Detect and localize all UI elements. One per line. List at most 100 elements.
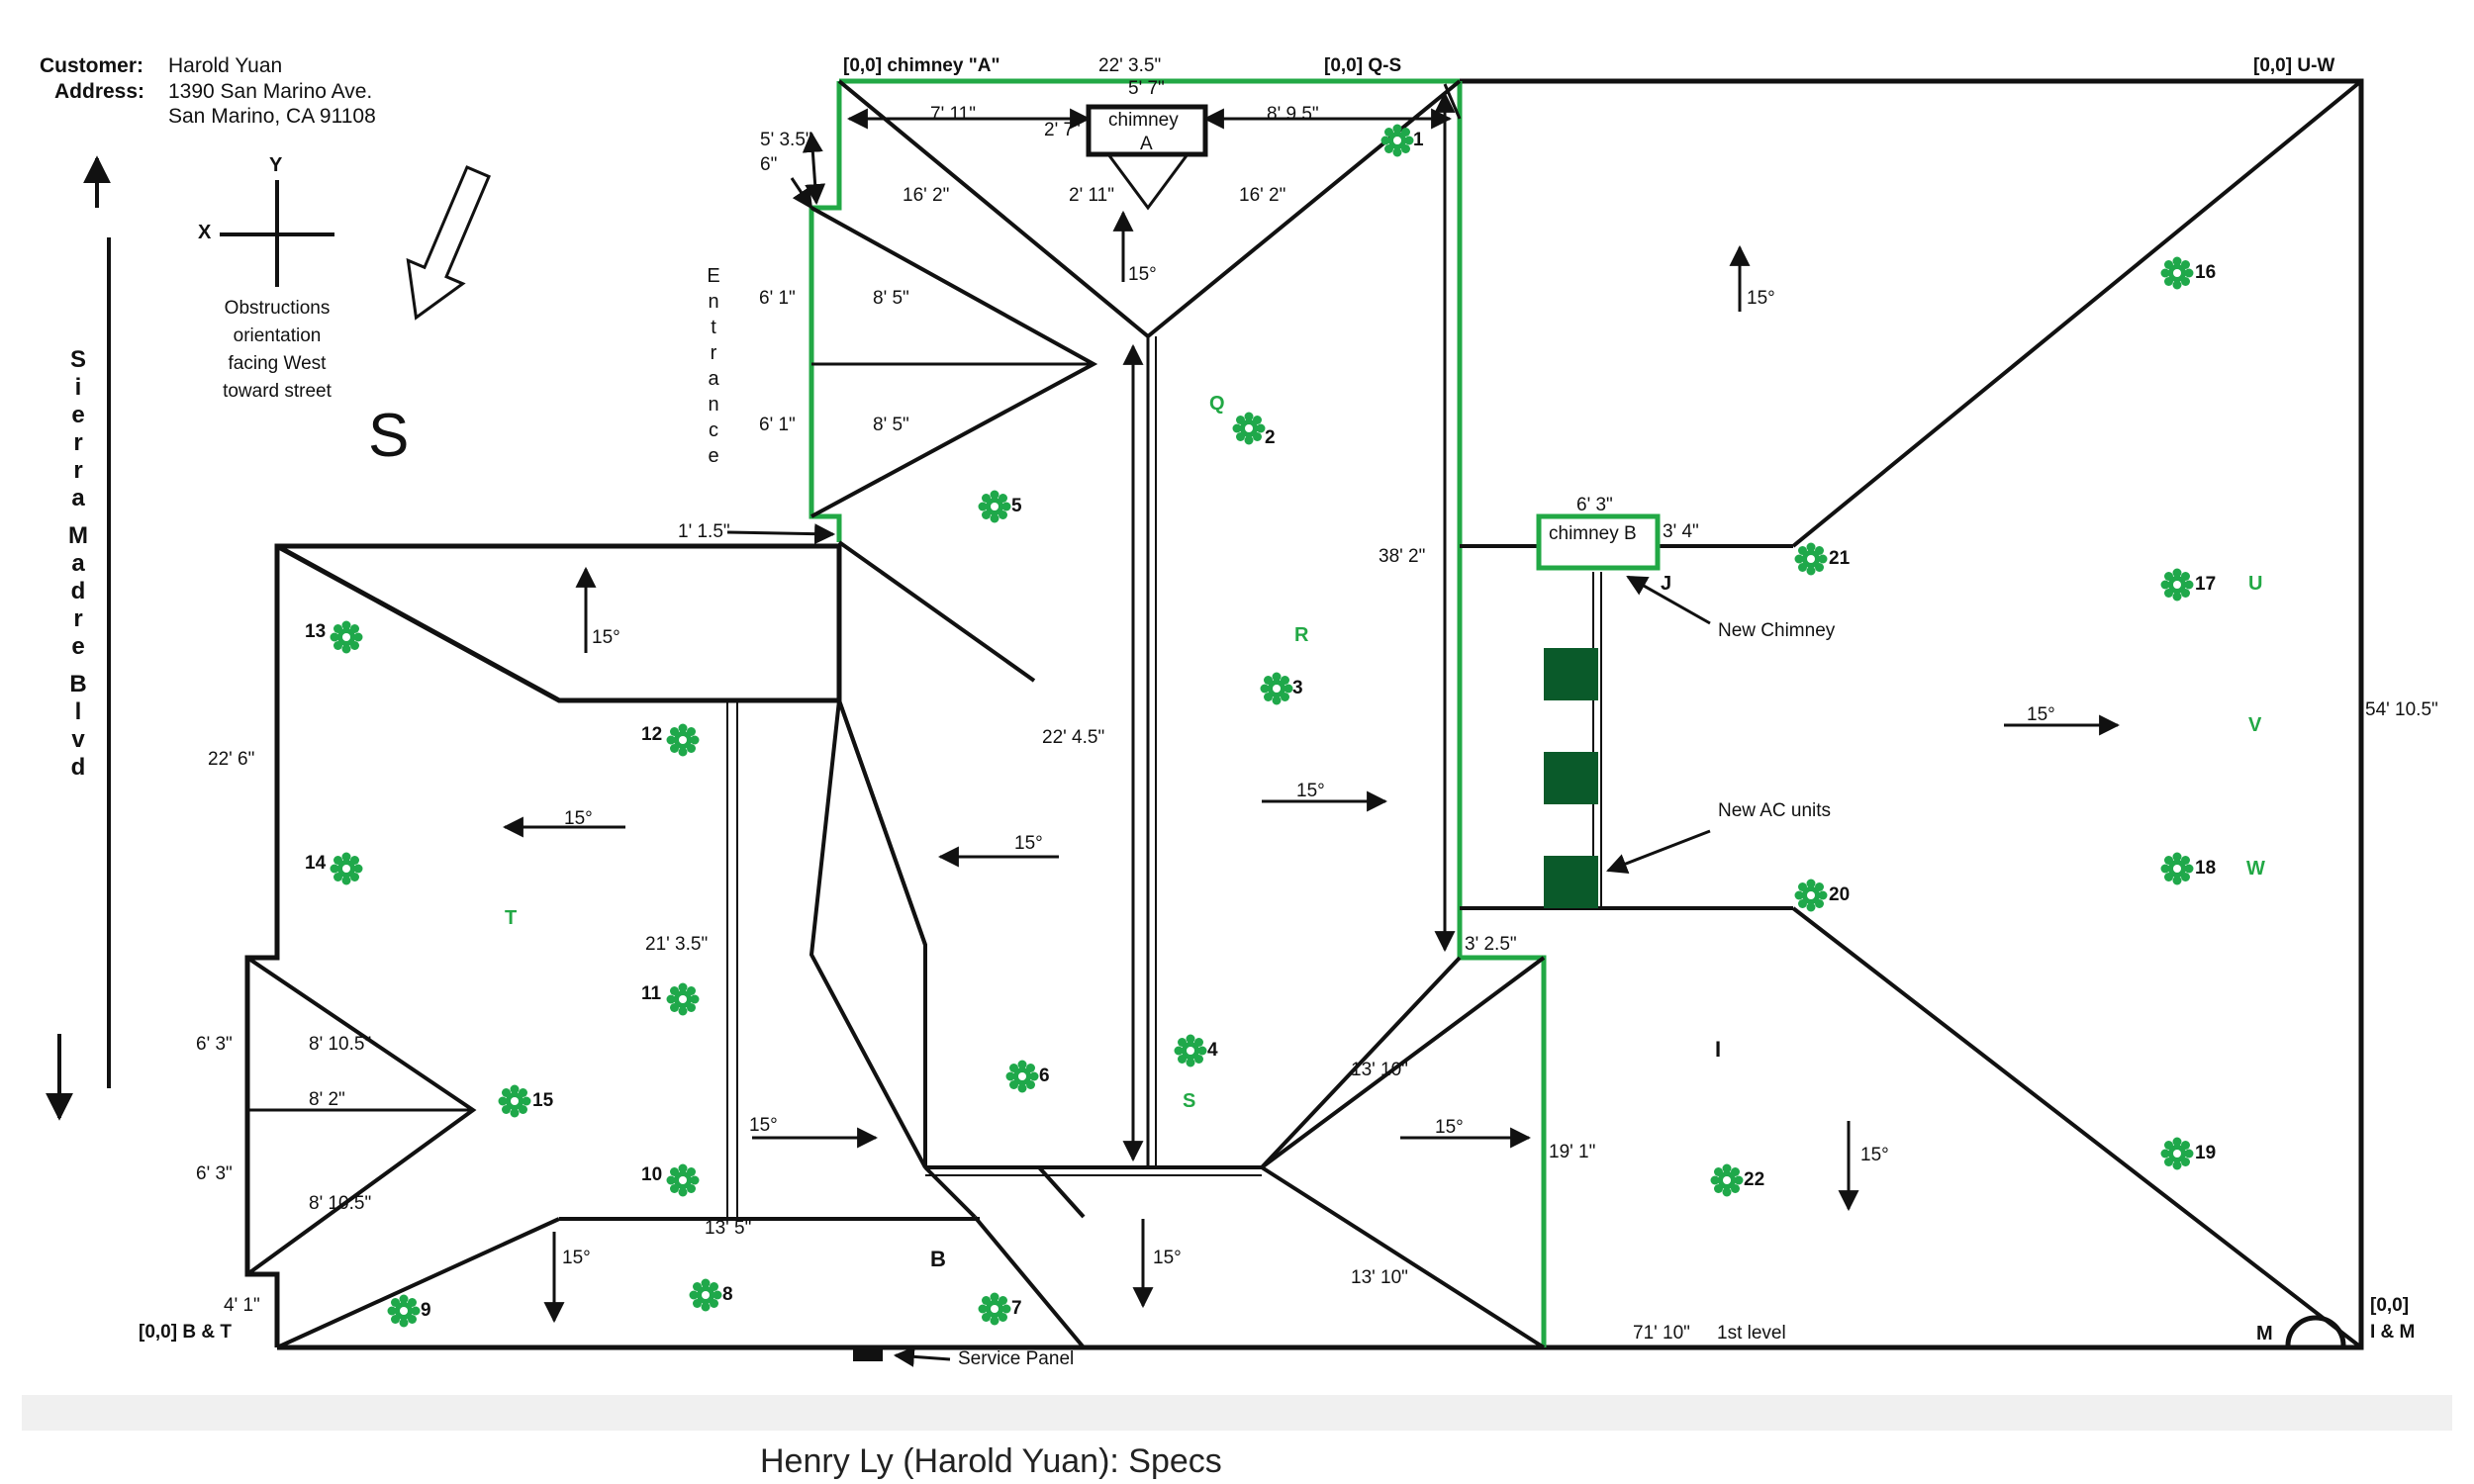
- origin-u-w: [0,0] U-W: [2253, 55, 2335, 76]
- customer-value: Harold Yuan: [168, 54, 283, 77]
- dim-8-10-5-a: 8' 10.5": [309, 1034, 372, 1055]
- dim-8-2: 8' 2": [309, 1089, 345, 1110]
- new-chimney-note: New Chimney: [1718, 620, 1836, 641]
- pitch-label: 15°: [592, 627, 620, 648]
- pitch-label: 15°: [749, 1115, 778, 1136]
- obstruction-note-2: orientation: [233, 325, 322, 346]
- footer-panel: [22, 1395, 2452, 1431]
- chimney-b-box: [1536, 513, 1661, 571]
- obstruction-note-3: facing West: [228, 353, 327, 374]
- marker-number: 17: [2195, 574, 2217, 595]
- street-name-label: S i e r r a M a d r e B l v d: [68, 346, 88, 781]
- pitch-label: 15°: [1014, 833, 1043, 854]
- marker-number: 14: [305, 853, 327, 874]
- marker-number: 21: [1829, 548, 1851, 569]
- service-panel: [853, 1347, 883, 1361]
- marker-number: 4: [1207, 1040, 1218, 1061]
- dim-6-3-chimney: 6' 3": [1576, 495, 1613, 515]
- dim-4-1: 4' 1": [224, 1295, 260, 1316]
- marker-number: 9: [421, 1300, 431, 1321]
- dim-38-2: 38' 2": [1379, 546, 1426, 567]
- dim-5-7: 5' 7": [1128, 78, 1165, 99]
- chimney-b-label: chimney B: [1549, 523, 1637, 544]
- dim-8-10-5-b: 8' 10.5": [309, 1193, 372, 1214]
- dim-7-11: 7' 11": [930, 104, 976, 125]
- gear-icon: [1794, 542, 1828, 576]
- gear-icon: [1232, 412, 1266, 445]
- dim-5-3-5: 5' 3.5": [760, 130, 812, 150]
- address-line2: San Marino, CA 91108: [168, 105, 376, 128]
- marker-number: 16: [2195, 262, 2217, 283]
- service-panel-note: Service Panel: [958, 1348, 1075, 1369]
- pitch-label: 15°: [1747, 288, 1775, 309]
- dimension-arrows: [502, 83, 2346, 1367]
- marker-number: 1: [1413, 130, 1424, 150]
- gear-icon: [1794, 879, 1828, 912]
- dim-6-1-bottom: 6' 1": [759, 415, 796, 435]
- gear-icon: [978, 1292, 1011, 1326]
- dim-8-5-bottom: 8' 5": [873, 415, 909, 435]
- origin-b-t: [0,0] B & T: [139, 1322, 232, 1343]
- obstruction-markers: [330, 124, 2194, 1328]
- marker-number: 8: [722, 1284, 733, 1305]
- letter-u: U: [2248, 573, 2263, 595]
- marker-number: 6: [1039, 1066, 1050, 1086]
- dim-16-2-left: 16' 2": [903, 185, 950, 206]
- dim-22-3-5-top: 22' 3.5": [1098, 55, 1162, 76]
- dim-8-5-top: 8' 5": [873, 288, 909, 309]
- pitch-label: 15°: [564, 808, 593, 829]
- marker-number: 20: [1829, 884, 1851, 905]
- entrance-label: E n t r a n c e: [707, 265, 720, 467]
- letter-w: W: [2246, 858, 2265, 880]
- address-line1: 1390 San Marino Ave.: [168, 80, 373, 103]
- dim-6-1-top: 6' 1": [759, 288, 796, 309]
- letter-m: M: [2256, 1323, 2273, 1345]
- dim-22-6: 22' 6": [208, 749, 255, 770]
- gear-icon: [2160, 568, 2194, 602]
- dim-2-7: 2' 7": [1044, 120, 1081, 140]
- gear-icon: [1174, 1034, 1207, 1067]
- dim-6: 6": [760, 154, 778, 175]
- letter-b: B: [930, 1247, 946, 1271]
- dim-3-2-5: 3' 2.5": [1465, 934, 1517, 955]
- marker-number: 15: [532, 1090, 554, 1111]
- pitch-label: 15°: [562, 1248, 591, 1268]
- chimney-a-letter: A: [1140, 134, 1153, 154]
- gear-icon: [2160, 1137, 2194, 1170]
- gear-icon: [666, 1163, 700, 1197]
- roof-lines: [245, 79, 2363, 1349]
- marker-number: 2: [1265, 427, 1276, 448]
- address-label: Address:: [54, 80, 145, 103]
- axis-y-label: Y: [269, 154, 283, 176]
- gear-icon: [498, 1084, 531, 1118]
- origin-i-m-top: [0,0]: [2370, 1295, 2410, 1316]
- dim-13-5: 13' 5": [705, 1218, 752, 1239]
- marker-number: 10: [641, 1164, 663, 1185]
- dim-19-1: 19' 1": [1549, 1142, 1596, 1162]
- south-label: S: [368, 402, 410, 470]
- axis-x-label: X: [198, 222, 212, 243]
- gear-icon: [666, 982, 700, 1016]
- marker-number: 19: [2195, 1143, 2217, 1163]
- marker-number: 11: [641, 983, 662, 1004]
- gear-icon: [1260, 672, 1293, 705]
- gear-icon: [2160, 852, 2194, 885]
- dim-71-10: 71' 10": [1633, 1323, 1690, 1344]
- customer-label: Customer:: [40, 54, 144, 77]
- marker-number: 5: [1011, 496, 1022, 516]
- gear-icon: [1380, 124, 1414, 157]
- pitch-label: 15°: [1435, 1117, 1464, 1138]
- letter-i: I: [1715, 1037, 1722, 1062]
- obstruction-note-4: toward street: [223, 381, 332, 402]
- gear-icon: [666, 723, 700, 757]
- dim-22-4-5: 22' 4.5": [1042, 727, 1105, 748]
- dim-13-10-b: 13' 10": [1351, 1267, 1408, 1288]
- letter-t: T: [505, 907, 518, 929]
- origin-chimney-a: [0,0] chimney "A": [843, 55, 1000, 76]
- dim-1-1-5: 1' 1.5": [678, 521, 730, 542]
- dim-16-2-right: 16' 2": [1239, 185, 1286, 206]
- gear-icon: [330, 852, 363, 885]
- pitch-label: 15°: [1128, 264, 1157, 285]
- dim-13-10-a: 13' 10": [1351, 1060, 1408, 1080]
- obstruction-note-1: Obstructions: [224, 298, 331, 319]
